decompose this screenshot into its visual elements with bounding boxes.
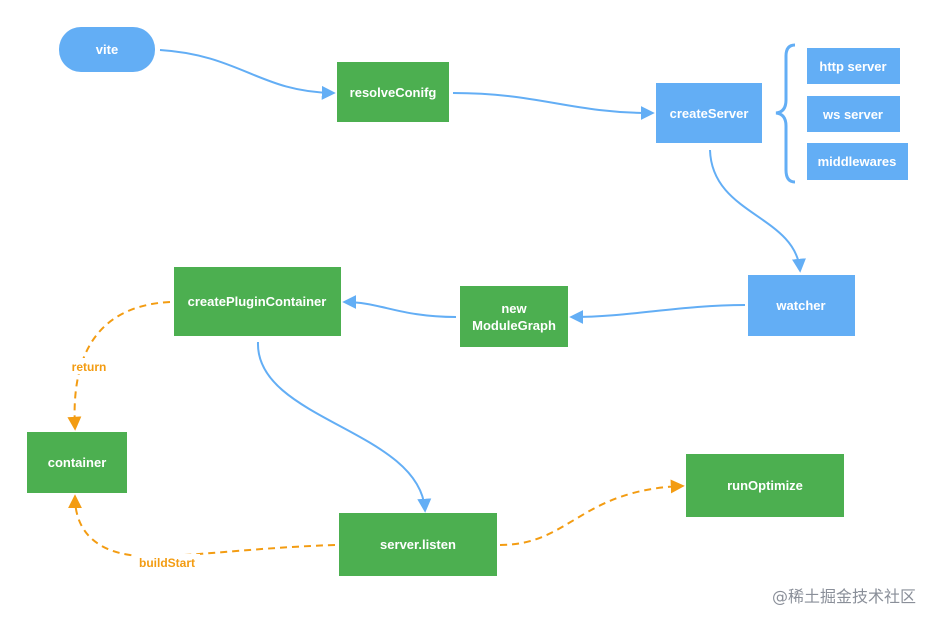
node-create-plugin-container: createPluginContainer	[174, 267, 341, 336]
svg-text:runOptimize: runOptimize	[727, 478, 803, 493]
return-label-bg	[66, 358, 112, 374]
node-container: container	[27, 432, 127, 493]
node-middlewares: middlewares	[807, 143, 908, 180]
node-new-module-graph: new ModuleGraph	[460, 286, 568, 347]
watermark: @稀土掘金技术社区	[772, 587, 916, 606]
svg-text:createServer: createServer	[670, 106, 749, 121]
node-resolve-config: resolveConifg	[337, 62, 449, 122]
node-http-server: http server	[807, 48, 900, 84]
svg-text:http server: http server	[819, 59, 886, 74]
edge-watcher-to-modulegraph	[569, 304, 746, 324]
edge-createserver-to-watcher	[709, 149, 806, 273]
svg-text:vite: vite	[96, 42, 118, 57]
svg-text:new: new	[501, 301, 527, 316]
svg-text:watcher: watcher	[775, 298, 825, 313]
group-bracket	[775, 43, 796, 184]
node-server-listen: server.listen	[339, 513, 497, 576]
svg-text:ModuleGraph: ModuleGraph	[472, 318, 556, 333]
buildstart-label: buildStart	[139, 556, 195, 570]
node-vite: vite	[59, 27, 155, 72]
svg-text:resolveConifg: resolveConifg	[350, 85, 437, 100]
edge-serverlisten-to-container	[68, 494, 336, 558]
edge-plugincontainer-to-container	[67, 301, 171, 431]
svg-text:container: container	[48, 455, 107, 470]
edge-resolveconfig-to-createserver	[452, 92, 655, 120]
edge-plugincontainer-to-serverlisten	[256, 341, 432, 513]
node-watcher: watcher	[748, 275, 855, 336]
return-label: return	[72, 360, 107, 374]
edge-serverlisten-to-runoptimize	[499, 479, 685, 546]
svg-text:createPluginContainer: createPluginContainer	[188, 294, 327, 309]
svg-text:ws server: ws server	[822, 107, 883, 122]
edge-modulegraph-to-plugincontainer	[342, 295, 457, 318]
svg-text:server.listen: server.listen	[380, 537, 456, 552]
node-ws-server: ws server	[807, 96, 900, 132]
buildstart-label-bg	[134, 554, 200, 570]
node-run-optimize: runOptimize	[686, 454, 844, 517]
edge-vite-to-resolveconfig	[159, 49, 336, 100]
node-create-server: createServer	[656, 83, 762, 143]
svg-text:middlewares: middlewares	[818, 154, 897, 169]
